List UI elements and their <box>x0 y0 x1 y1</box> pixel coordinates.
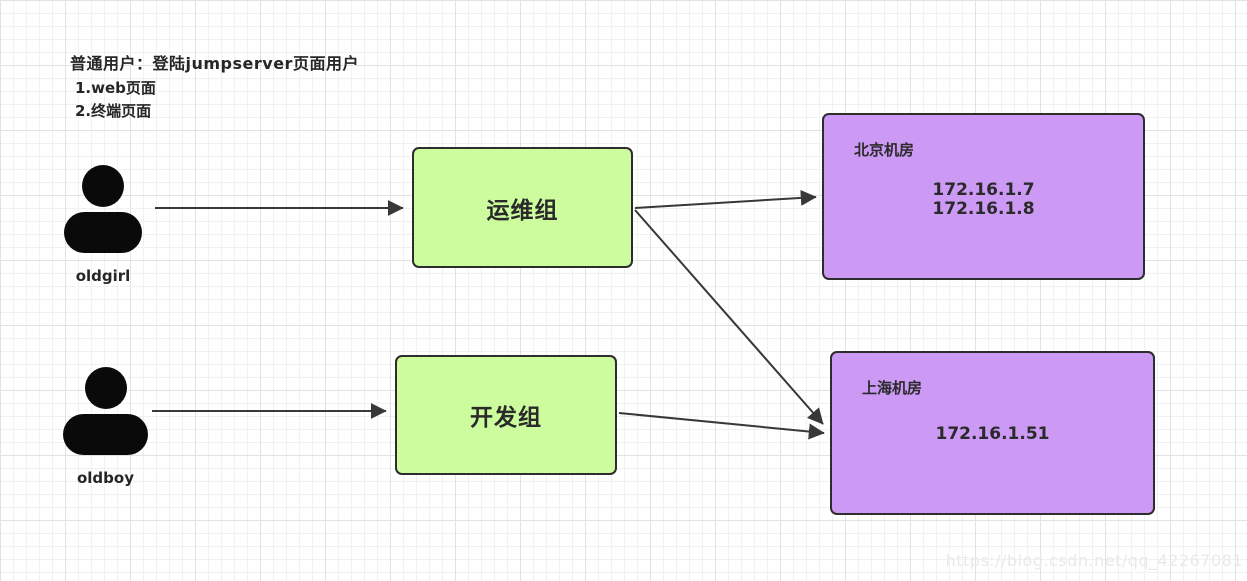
arrow-dev-group-to-shanghai <box>618 412 825 440</box>
note-line-web: 1.web页面 <box>75 79 156 97</box>
datacenter-box-shanghai: 上海机房 172.16.1.51 <box>830 351 1155 515</box>
person-icon <box>64 165 142 253</box>
ip-address: 172.16.1.51 <box>935 424 1050 444</box>
note-block: 普通用户：登陆jumpserver页面用户 1.web页面 2.终端页面 <box>70 50 359 120</box>
ip-address: 172.16.1.7 <box>932 179 1035 200</box>
group-label: 开发组 <box>470 405 542 431</box>
user-label: oldboy <box>76 469 134 487</box>
datacenter-box-beijing: 北京机房 172.16.1.7 172.16.1.8 <box>822 113 1145 280</box>
person-head-icon <box>82 165 124 207</box>
datacenter-title: 上海机房 <box>862 379 923 397</box>
user-oldboy: oldboy <box>63 367 148 487</box>
user-label: oldgirl <box>75 267 131 285</box>
group-label: 运维组 <box>486 197 559 224</box>
ip-address: 172.16.1.8 <box>932 198 1035 219</box>
arrow-ops-group-to-beijing <box>634 189 817 209</box>
watermark: https://blog.csdn.net/qq_42267081 <box>945 551 1243 570</box>
arrow-ops-group-to-shanghai <box>634 209 824 425</box>
person-body-icon <box>64 212 142 253</box>
person-icon <box>63 367 148 455</box>
person-head-icon <box>84 367 127 409</box>
note-title: 普通用户：登陆jumpserver页面用户 <box>70 54 359 73</box>
group-box-dev: 开发组 <box>395 355 617 475</box>
datacenter-title: 北京机房 <box>854 141 915 159</box>
person-body-icon <box>63 414 148 455</box>
note-line-terminal: 2.终端页面 <box>75 102 152 120</box>
datacenter-ip-list: 172.16.1.51 <box>832 425 1153 444</box>
group-box-ops: 运维组 <box>412 147 633 268</box>
user-oldgirl: oldgirl <box>64 165 142 285</box>
datacenter-ip-list: 172.16.1.7 172.16.1.8 <box>824 179 1143 219</box>
